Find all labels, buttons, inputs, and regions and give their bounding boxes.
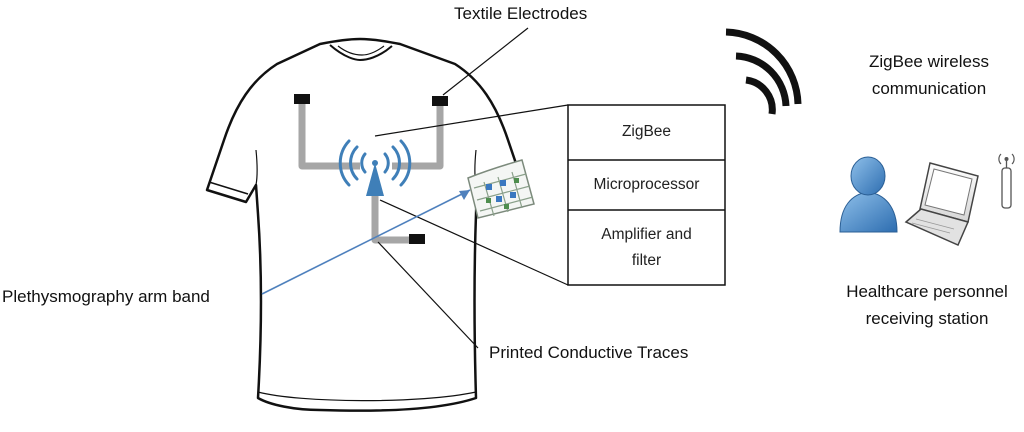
module-amplifier-line1: Amplifier and [601, 226, 692, 243]
tshirt-icon [205, 37, 527, 412]
label-plethysmography: Plethysmography arm band [2, 287, 210, 306]
module-amplifier-line2: filter [631, 252, 662, 269]
label-zigbee-wireless-line2: communication [871, 79, 987, 98]
label-healthcare-station: Healthcare personnel receiving station [834, 281, 1020, 330]
wireless-waves-icon [725, 28, 802, 115]
module-box [567, 104, 726, 286]
person-icon [839, 156, 898, 233]
armband-pointer-arrow [261, 189, 471, 295]
electrode-lower [409, 234, 425, 244]
electrode-right [432, 96, 448, 106]
label-printed-traces: Printed Conductive Traces [489, 343, 689, 362]
router-antenna-icon [998, 153, 1015, 209]
label-zigbee-wireless: ZigBee wireless communication [844, 51, 1014, 100]
electrode-left [294, 94, 310, 104]
label-textile-electrodes: Textile Electrodes [454, 4, 588, 23]
module-microprocessor-label: Microprocessor [593, 176, 700, 193]
antenna-icon [338, 139, 412, 196]
pointer-lines [374, 27, 569, 349]
label-zigbee-wireless-line1: ZigBee wireless [869, 52, 989, 71]
armband-sensor-icon [467, 159, 535, 219]
module-zigbee-label: ZigBee [621, 123, 672, 140]
laptop-icon [904, 162, 979, 246]
label-healthcare-line1: Healthcare personnel [846, 282, 1008, 301]
label-healthcare-line2: receiving station [865, 309, 989, 328]
module-amplifier-label: Amplifier and filter [568, 224, 725, 272]
